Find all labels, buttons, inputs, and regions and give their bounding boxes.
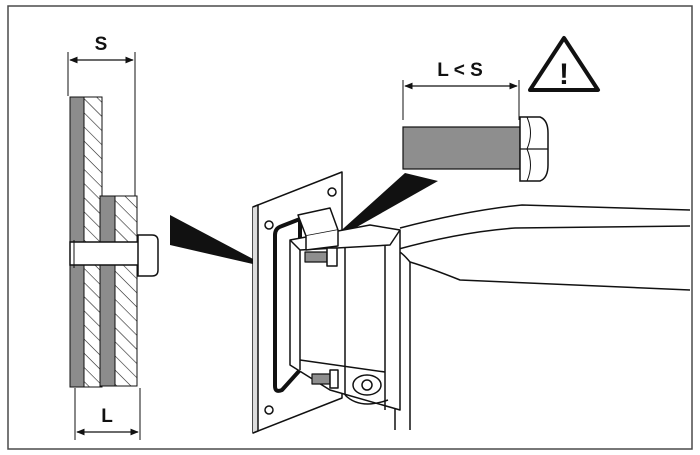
- housing-bolt-top: [304, 251, 328, 263]
- plate-screw-top-right: [327, 187, 337, 197]
- inner-plate: [99, 195, 116, 387]
- housing-bolt-bottom: [311, 373, 331, 385]
- plate-screw-top-left: [264, 220, 274, 230]
- bolt-detail: L < S: [402, 60, 549, 182]
- warning-triangle-icon: !: [528, 36, 600, 92]
- dimension-l-label: L: [101, 406, 113, 427]
- svg-text:!: !: [559, 58, 569, 91]
- section-bolt-head: [137, 234, 159, 277]
- section-bolt-shank: [69, 241, 143, 266]
- dimension-s-label: S: [95, 34, 108, 55]
- housing-assembly: [252, 171, 691, 434]
- wall-hatched-lower: [114, 195, 138, 387]
- pointer-wedge-left: [170, 215, 270, 268]
- plate-screw-bottom-left: [264, 405, 274, 415]
- wall-cross-section: S L: [67, 34, 159, 440]
- bolt-shank: [402, 126, 521, 170]
- condition-label: L < S: [437, 60, 483, 81]
- pointer-wedge-right: [325, 173, 438, 245]
